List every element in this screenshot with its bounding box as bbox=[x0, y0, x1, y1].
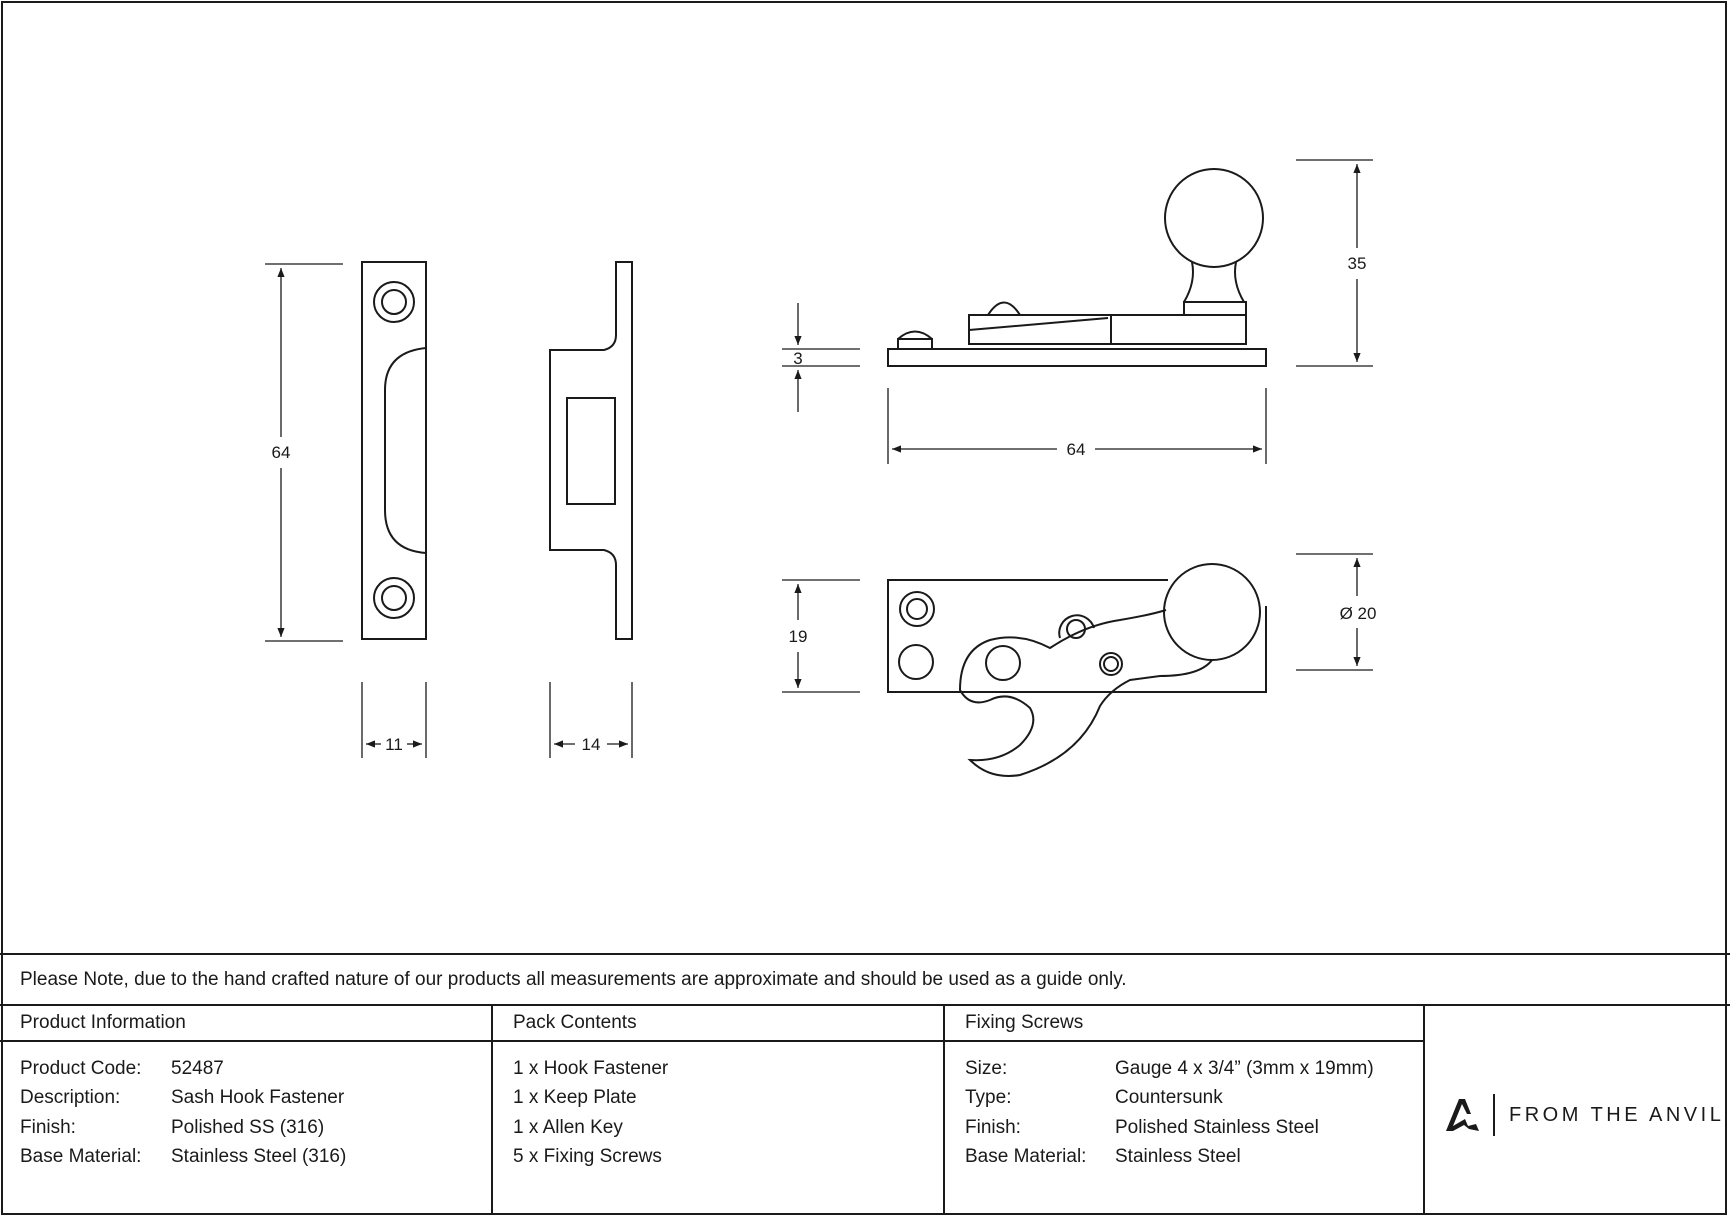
spec-value: Sash Hook Fastener bbox=[171, 1087, 345, 1109]
spec-label: Size: bbox=[965, 1058, 1008, 1079]
knob-diameter-label: Ø 20 bbox=[1340, 604, 1377, 623]
spec-value: Polished SS (316) bbox=[171, 1116, 325, 1138]
fastener-length-label: 64 bbox=[1067, 440, 1086, 459]
spec-label: Finish: bbox=[20, 1116, 76, 1138]
pack-item: 5 x Fixing Screws bbox=[513, 1146, 662, 1168]
spec-label: Base Material: bbox=[965, 1146, 1087, 1168]
spec-value: Gauge 4 x 3/4” (3mm x 19mm) bbox=[1115, 1058, 1374, 1079]
pack-item: 1 x Allen Key bbox=[513, 1116, 623, 1138]
fastener-width-label: 19 bbox=[789, 627, 808, 646]
pack-item: 1 x Keep Plate bbox=[513, 1087, 637, 1109]
keep-height-label: 64 bbox=[272, 443, 291, 462]
spec-label: Type: bbox=[965, 1087, 1012, 1109]
spec-label: Finish: bbox=[965, 1116, 1021, 1138]
spec-row: Finish: Polished Stainless Steel bbox=[945, 1113, 1423, 1142]
dimension-labels: 64 11 14 3 64 35 19 Ø 20 bbox=[272, 254, 1377, 754]
spec-label: Product Code: bbox=[20, 1058, 142, 1079]
spec-label: Base Material: bbox=[20, 1146, 142, 1168]
fixing-screws-panel: Fixing Screws Size: Gauge 4 x 3/4” (3mm x… bbox=[945, 1006, 1425, 1214]
product-information-panel: Product Information Product Code: 52487 D… bbox=[0, 1006, 493, 1214]
pack-contents-heading: Pack Contents bbox=[493, 1006, 943, 1042]
product-information-heading: Product Information bbox=[0, 1006, 491, 1042]
spec-row: Type: Countersunk bbox=[945, 1083, 1423, 1112]
keep-plate-front-view bbox=[361, 261, 427, 640]
fastener-height-label: 35 bbox=[1348, 254, 1367, 273]
keep-width-label: 11 bbox=[385, 735, 403, 754]
spec-value: Stainless Steel bbox=[1115, 1146, 1241, 1168]
spec-value: Polished Stainless Steel bbox=[1115, 1116, 1319, 1138]
logo-divider bbox=[1493, 1094, 1495, 1136]
brand-panel: FROM THE ANVIL bbox=[1425, 1006, 1726, 1214]
fixing-screws-heading: Fixing Screws bbox=[945, 1006, 1423, 1042]
spec-value: 52487 bbox=[171, 1058, 224, 1079]
technical-drawing: 64 11 14 3 64 35 19 Ø 20 bbox=[265, 159, 1377, 777]
pack-contents-panel: Pack Contents 1 x Hook Fastener 1 x Keep… bbox=[493, 1006, 945, 1214]
spec-row: Finish: Polished SS (316) bbox=[0, 1113, 491, 1142]
brand-logo: FROM THE ANVIL bbox=[1443, 1094, 1724, 1136]
spec-value: Countersunk bbox=[1115, 1087, 1223, 1109]
keep-plate-side-view bbox=[549, 261, 633, 640]
brand-name: FROM THE ANVIL bbox=[1509, 1103, 1725, 1126]
spec-row: Base Material: Stainless Steel (316) bbox=[0, 1142, 491, 1171]
spec-row: Size: Gauge 4 x 3/4” (3mm x 19mm) bbox=[945, 1054, 1423, 1083]
pack-item: 1 x Hook Fastener bbox=[513, 1058, 669, 1079]
spec-value: Stainless Steel (316) bbox=[171, 1146, 347, 1168]
spec-row: Description: Sash Hook Fastener bbox=[0, 1083, 491, 1112]
spec-row: Base Material: Stainless Steel bbox=[945, 1142, 1423, 1171]
spec-row: Product Code: 52487 bbox=[0, 1054, 491, 1083]
dimension-lines bbox=[265, 159, 1373, 758]
anvil-logo-icon bbox=[1446, 1099, 1479, 1131]
fastener-plan-view bbox=[887, 563, 1267, 777]
spec-label: Description: bbox=[20, 1087, 121, 1109]
keep-depth-label: 14 bbox=[582, 735, 601, 754]
fastener-elevation-view bbox=[887, 168, 1267, 367]
base-thickness-label: 3 bbox=[793, 349, 802, 368]
measurement-note: Please Note, due to the hand crafted nat… bbox=[0, 953, 1730, 1006]
